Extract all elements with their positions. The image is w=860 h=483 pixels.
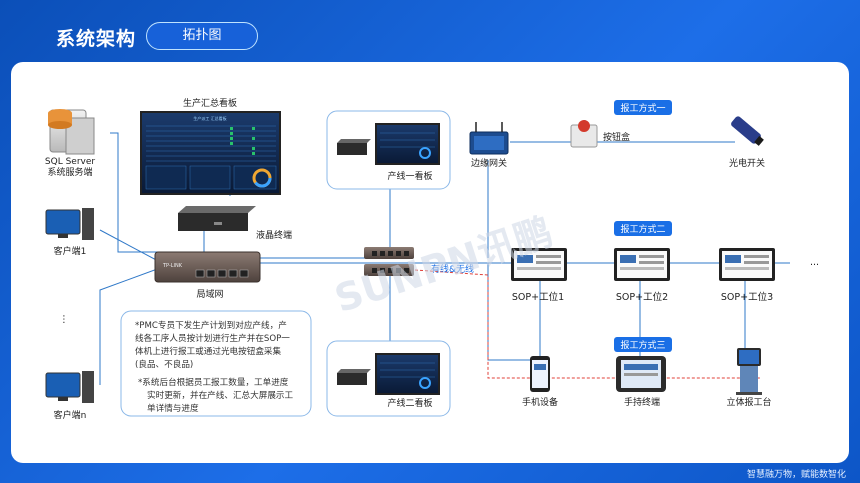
client1-label: 客户端1 xyxy=(54,245,87,257)
sop-terminal-icon xyxy=(614,248,670,281)
note2-line1: *系统后台根据员工报工数量，工单进度 xyxy=(138,376,289,388)
summary-board-screen: 生产派工 汇总看板 xyxy=(140,111,281,195)
sop-terminal-icon xyxy=(719,248,775,281)
sop2-label: SOP+工位2 xyxy=(616,291,668,303)
summary-board-label: 生产汇总看板 xyxy=(183,97,237,109)
kiosk-icon xyxy=(736,348,762,395)
sql-server-label: SQL Server xyxy=(45,157,95,167)
switch-icon xyxy=(364,247,414,276)
desktop-pc-icon xyxy=(45,371,94,403)
clients-ellipsis: ⋮ xyxy=(59,314,69,325)
page-title: 系统架构 xyxy=(56,28,137,50)
topology-diagram: SQL Server 系统服务端 客户端1 ⋮ 客户端n 生产汇总看板 xyxy=(45,97,819,421)
clientn-label: 客户端n xyxy=(54,409,87,421)
handheld-label: 手持终端 xyxy=(624,396,660,408)
report-mode2-badge: 报工方式二 xyxy=(614,221,672,236)
svg-text:报工方式二: 报工方式二 xyxy=(620,223,665,235)
note1-line3: 体机上进行报工或通过光电按钮盒采集 xyxy=(135,345,282,357)
note1-line2: 线各工序人员按计划进行生产并在SOP一 xyxy=(135,332,290,344)
sql-server-icon xyxy=(48,109,95,155)
sql-server-sublabel: 系统服务端 xyxy=(47,166,92,178)
more-ellipsis: ··· xyxy=(810,260,819,271)
mobile-label: 手机设备 xyxy=(522,396,558,408)
line1-board-group: 产线一看板 xyxy=(326,110,451,190)
note2-line2: 实时更新，并在产线、汇总大屏展示工 xyxy=(147,389,294,401)
button-box-label: 按钮盒 xyxy=(603,131,630,143)
report-mode1-badge: 报工方式一 xyxy=(614,100,672,115)
sop-terminal-icon xyxy=(511,248,567,281)
router-brand: TP-LINK xyxy=(162,263,183,269)
desktop-pc-icon xyxy=(45,208,94,240)
footer-slogan: 智慧融万物，赋能数智化 xyxy=(746,470,846,480)
mini-pc-icon xyxy=(337,139,371,155)
line2-board-group: 产线二看板 xyxy=(326,340,451,417)
button-box-icon xyxy=(570,120,598,148)
wireless-links xyxy=(414,269,760,379)
note2-line3: 单详情与进度 xyxy=(147,402,199,414)
wired-wireless-label: 有线&无线 xyxy=(431,263,474,275)
handheld-terminal-icon xyxy=(616,356,666,392)
mini-pc-icon xyxy=(337,369,371,385)
note1-line1: *PMC专员下发生产计划到对应产线，产 xyxy=(135,319,287,331)
photoelectric-sensor-icon xyxy=(731,116,764,146)
summary-board-header: 生产派工 汇总看板 xyxy=(193,115,226,121)
lcd-terminal-label: 液晶终端 xyxy=(256,229,292,241)
mobile-phone-icon xyxy=(530,356,550,392)
line1-board-label: 产线一看板 xyxy=(387,170,432,182)
kiosk-label: 立体报工台 xyxy=(726,396,771,408)
edge-gateway-icon xyxy=(469,122,509,155)
router-icon: TP-LINK xyxy=(154,251,261,283)
diagram-panel: SQL Server 系统服务端 客户端1 ⋮ 客户端n 生产汇总看板 xyxy=(11,62,849,463)
sop3-label: SOP+工位3 xyxy=(721,291,773,303)
lan-label: 局域网 xyxy=(196,288,223,300)
notes-box: *PMC专员下发生产计划到对应产线，产 线各工序人员按计划进行生产并在SOP一 … xyxy=(120,310,312,417)
edge-gateway-label: 边缘网关 xyxy=(471,157,507,169)
sop1-label: SOP+工位1 xyxy=(512,291,564,303)
note1-line4: (良品、不良品) xyxy=(135,358,193,370)
photo-switch-label: 光电开关 xyxy=(729,157,765,169)
svg-text:报工方式三: 报工方式三 xyxy=(620,339,665,351)
svg-text:报工方式一: 报工方式一 xyxy=(620,102,665,114)
lcd-terminal-icon xyxy=(178,206,256,231)
topology-tab[interactable]: 拓扑图 xyxy=(146,22,258,50)
report-mode3-badge: 报工方式三 xyxy=(614,337,672,352)
line2-board-label: 产线二看板 xyxy=(387,397,432,409)
